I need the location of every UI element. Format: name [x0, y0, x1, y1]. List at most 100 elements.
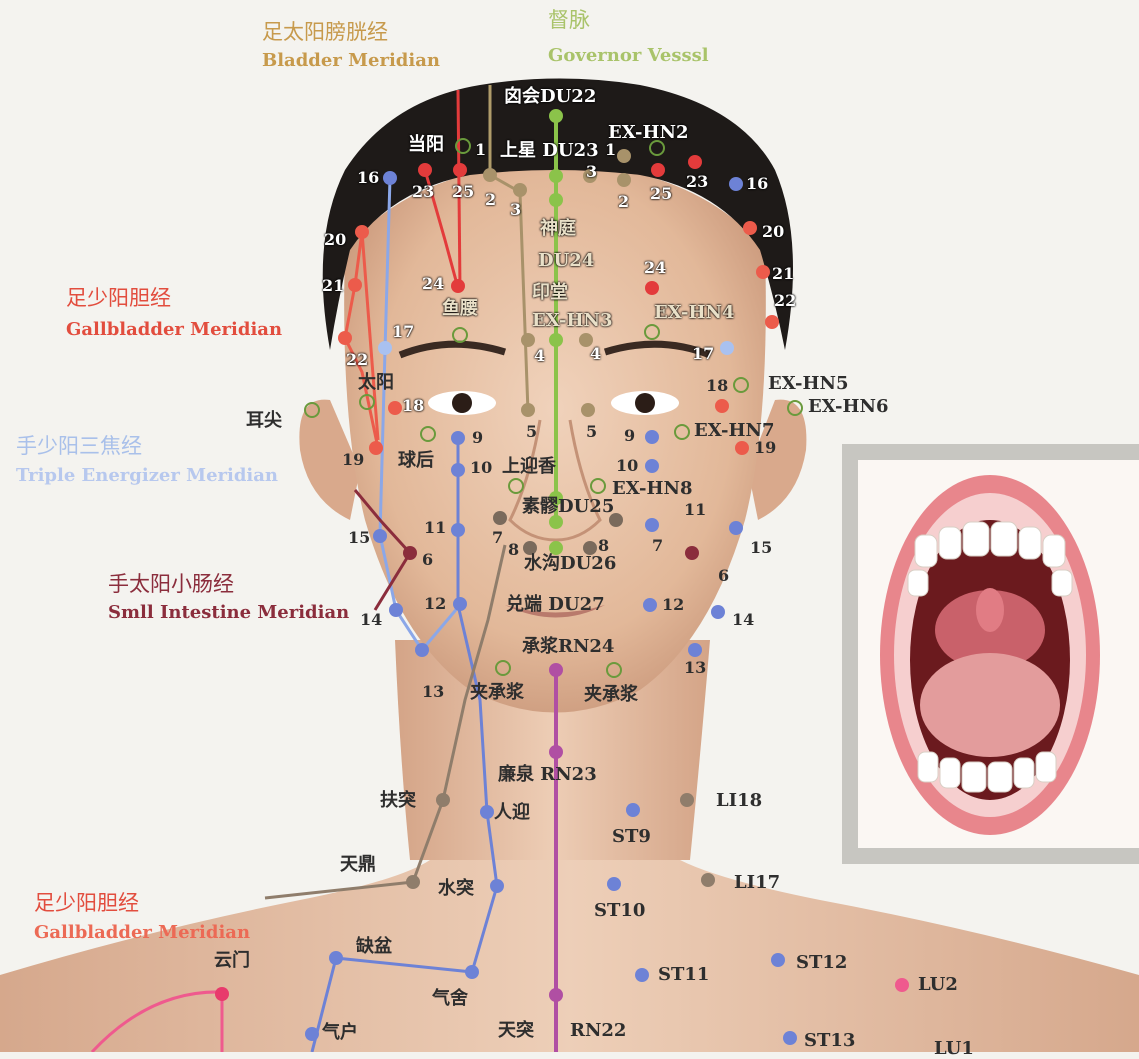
point-label-st12: ST12 [796, 954, 847, 972]
point-label-yunmen: 云门 [214, 952, 250, 970]
num-label: 23 [412, 184, 434, 200]
point-label-lu2: LU2 [918, 976, 958, 994]
point-label-rn22: RN22 [570, 1022, 626, 1040]
point-label-li17: LI17 [734, 874, 780, 892]
gallbladder2-title-en: Gallbladder Meridian [34, 924, 250, 942]
num-label: 4 [590, 346, 601, 362]
num-label: 1 [605, 142, 616, 158]
num-label: 8 [598, 538, 609, 554]
small-intestine-title-cn: 手太阳小肠经 [108, 574, 234, 595]
num-label: 19 [342, 452, 364, 468]
point-label-tiantu: 天突 [498, 1022, 534, 1040]
point-label-rn23: 廉泉 RN23 [498, 766, 597, 784]
num-label: 6 [422, 552, 433, 568]
gallbladder2-title-cn: 足少阳胆经 [34, 893, 139, 914]
triple-energizer-title-en: Triple Energizer Meridian [16, 467, 278, 485]
num-label: 20 [762, 224, 784, 240]
point-label-rn24: 承浆RN24 [522, 638, 614, 656]
num-label: 15 [348, 530, 370, 546]
num-label: 24 [644, 260, 666, 276]
num-label: 10 [470, 460, 492, 476]
num-label: 24 [422, 276, 444, 292]
num-label: 3 [586, 164, 597, 180]
num-label: 2 [485, 192, 496, 208]
num-label: 17 [692, 346, 714, 362]
point-label-ex-hn4: EX-HN4 [654, 304, 735, 322]
triple-energizer-title-cn: 手少阳三焦经 [16, 436, 142, 457]
num-label: 22 [346, 352, 368, 368]
num-label: 18 [402, 398, 424, 414]
point-label-du26: 水沟DU26 [524, 555, 616, 573]
num-label: 3 [510, 202, 521, 218]
point-label-dangyang: 当阳 [408, 136, 444, 154]
point-label-st11: ST11 [658, 966, 709, 984]
num-label: 16 [746, 176, 768, 192]
governor-title-cn: 督脉 [548, 10, 590, 31]
point-label-ex-hn8: EX-HN8 [612, 480, 693, 498]
bladder-title-cn: 足太阳膀胱经 [262, 22, 388, 43]
num-label: 19 [754, 440, 776, 456]
point-label-yuyao: 鱼腰 [442, 300, 478, 318]
point-label-taiyang: 太阳 [358, 374, 394, 392]
point-label-du22: 囟会DU22 [504, 88, 596, 106]
point-label-futu: 扶突 [380, 792, 416, 810]
open-mouth-illustration [880, 475, 1100, 835]
point-label-du23: 上星 DU23 [500, 142, 599, 160]
point-label-jiachengjiang-right: 夹承浆 [584, 686, 638, 704]
gallbladder-title-cn: 足少阳胆经 [66, 288, 171, 309]
num-label: 8 [508, 542, 519, 558]
num-label: 16 [357, 170, 379, 186]
num-label: 12 [424, 596, 446, 612]
num-label: 13 [422, 684, 444, 700]
point-label-qiuhou: 球后 [398, 452, 434, 470]
point-label-du24: DU24 [538, 252, 594, 270]
num-label: 9 [624, 428, 635, 444]
point-label-du27: 兑端 DU27 [506, 596, 605, 614]
point-label-ex-hn5: EX-HN5 [768, 375, 849, 393]
num-label: 7 [652, 538, 663, 554]
num-label: 13 [684, 660, 706, 676]
point-label-du25: 素髎DU25 [522, 498, 614, 516]
num-label: 9 [472, 430, 483, 446]
num-label: 21 [322, 278, 344, 294]
num-label: 11 [424, 520, 446, 536]
small-intestine-title-en: Smll Intestine Meridian [108, 604, 349, 622]
point-label-erjian: 耳尖 [246, 412, 282, 430]
num-label: 10 [616, 458, 638, 474]
num-label: 18 [706, 378, 728, 394]
num-label: 11 [684, 502, 706, 518]
point-label-shenting: 神庭 [540, 220, 576, 238]
point-label-shangyingxiang: 上迎香 [502, 458, 556, 476]
point-label-yintang: 印堂 [532, 284, 568, 302]
num-label: 1 [475, 142, 486, 158]
num-label: 20 [324, 232, 346, 248]
point-label-qishe: 气舍 [432, 990, 468, 1008]
num-label: 6 [718, 568, 729, 584]
point-label-shuitu: 水突 [438, 880, 474, 898]
num-label: 14 [360, 612, 382, 628]
point-label-lu1: LU1 [934, 1040, 974, 1058]
num-label: 14 [732, 612, 754, 628]
num-label: 2 [618, 194, 629, 210]
num-label: 22 [774, 293, 796, 309]
point-label-ex-hn3: EX-HN3 [532, 312, 613, 330]
governor-title-en: Governor Vesssl [548, 47, 709, 65]
point-label-qihu: 气户 [322, 1024, 358, 1042]
num-label: 5 [586, 424, 597, 440]
point-label-st10: ST10 [594, 902, 645, 920]
point-label-renying: 人迎 [494, 804, 530, 822]
num-label: 23 [686, 174, 708, 190]
point-label-ex-hn2: EX-HN2 [608, 124, 689, 142]
point-label-jiachengjiang-left: 夹承浆 [470, 684, 524, 702]
num-label: 21 [772, 266, 794, 282]
num-label: 25 [650, 186, 672, 202]
point-label-st13: ST13 [804, 1032, 855, 1050]
num-label: 15 [750, 540, 772, 556]
num-label: 7 [492, 530, 503, 546]
point-label-li18: LI18 [716, 792, 762, 810]
point-label-ex-hn6: EX-HN6 [808, 398, 889, 416]
num-label: 25 [452, 184, 474, 200]
num-label: 17 [392, 324, 414, 340]
gallbladder-title-en: Gallbladder Meridian [66, 321, 282, 339]
